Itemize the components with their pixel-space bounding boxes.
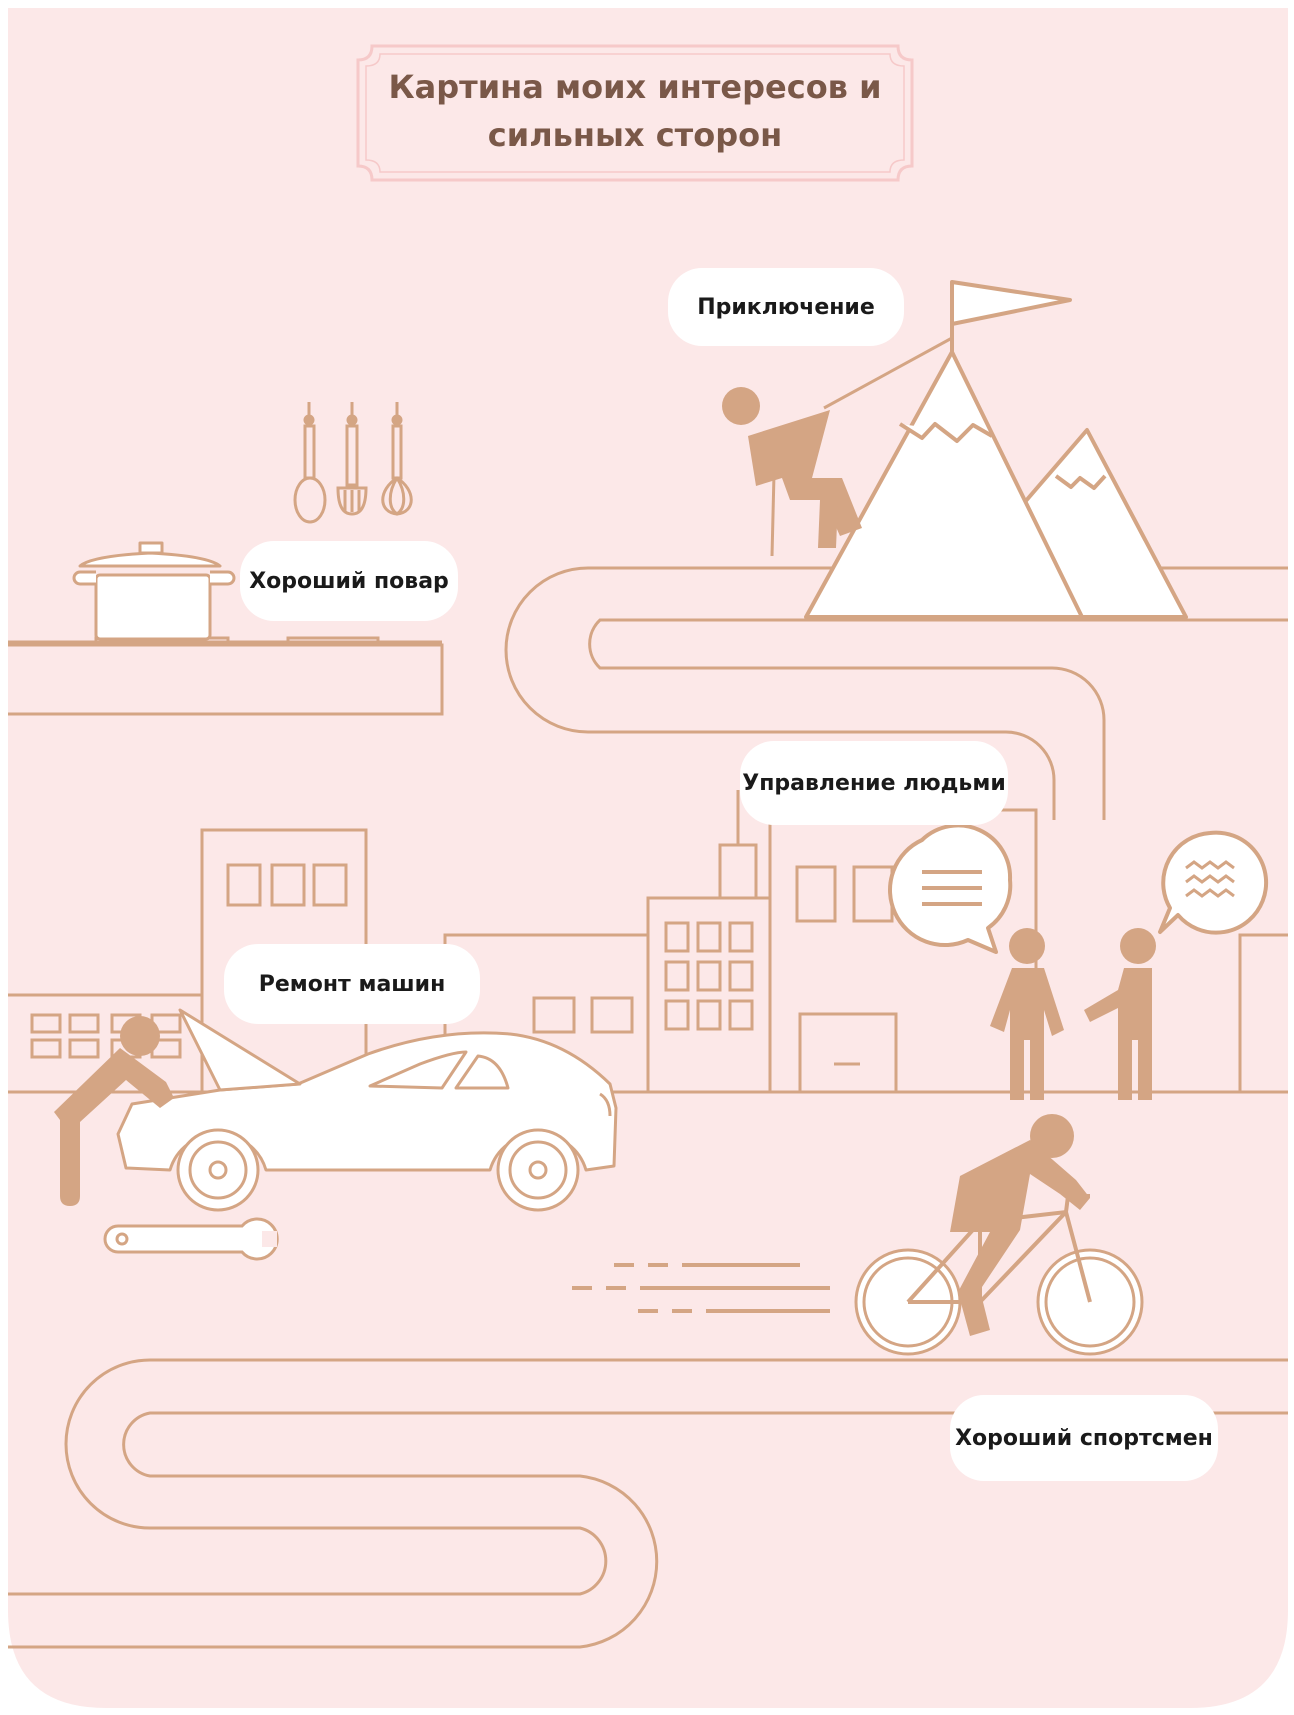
label-management: Управление людьми (740, 741, 1008, 825)
climber-icon (722, 336, 953, 557)
speech-bubble-waves (1185, 860, 1235, 898)
cooking-pot-icon (72, 541, 236, 641)
page-title: Картина моих интересов и сильных сторон (388, 68, 882, 154)
kitchen-counter (8, 640, 444, 716)
mountain-icon (804, 350, 1188, 619)
label-athlete: Хороший спортсмен (950, 1395, 1218, 1481)
road-upper (504, 566, 1288, 820)
whisk-icon (381, 402, 413, 516)
fork-icon (336, 402, 368, 516)
speed-lines (572, 1263, 830, 1313)
person-icon (1084, 928, 1156, 1100)
road-lower (8, 1358, 1288, 1649)
cyclist-icon (950, 1114, 1090, 1336)
mechanic-icon (54, 1016, 174, 1206)
label-car-repair: Ремонт машин (224, 944, 480, 1024)
person-icon (990, 928, 1064, 1100)
label-cook: Хороший повар (240, 541, 458, 621)
spoon-icon (293, 402, 327, 524)
flag-icon (950, 280, 1072, 352)
label-adventure: Приключение (668, 268, 904, 346)
car-icon (116, 1008, 618, 1212)
bicycle-icon (854, 1194, 1144, 1356)
speech-bubble-icon (1158, 830, 1269, 935)
speech-bubble-lines (922, 870, 982, 906)
title-frame (356, 44, 914, 182)
title-frame-inner (365, 53, 905, 173)
title-plate: Картина моих интересов и сильных сторон (358, 44, 912, 178)
wrench-icon (103, 1217, 279, 1261)
